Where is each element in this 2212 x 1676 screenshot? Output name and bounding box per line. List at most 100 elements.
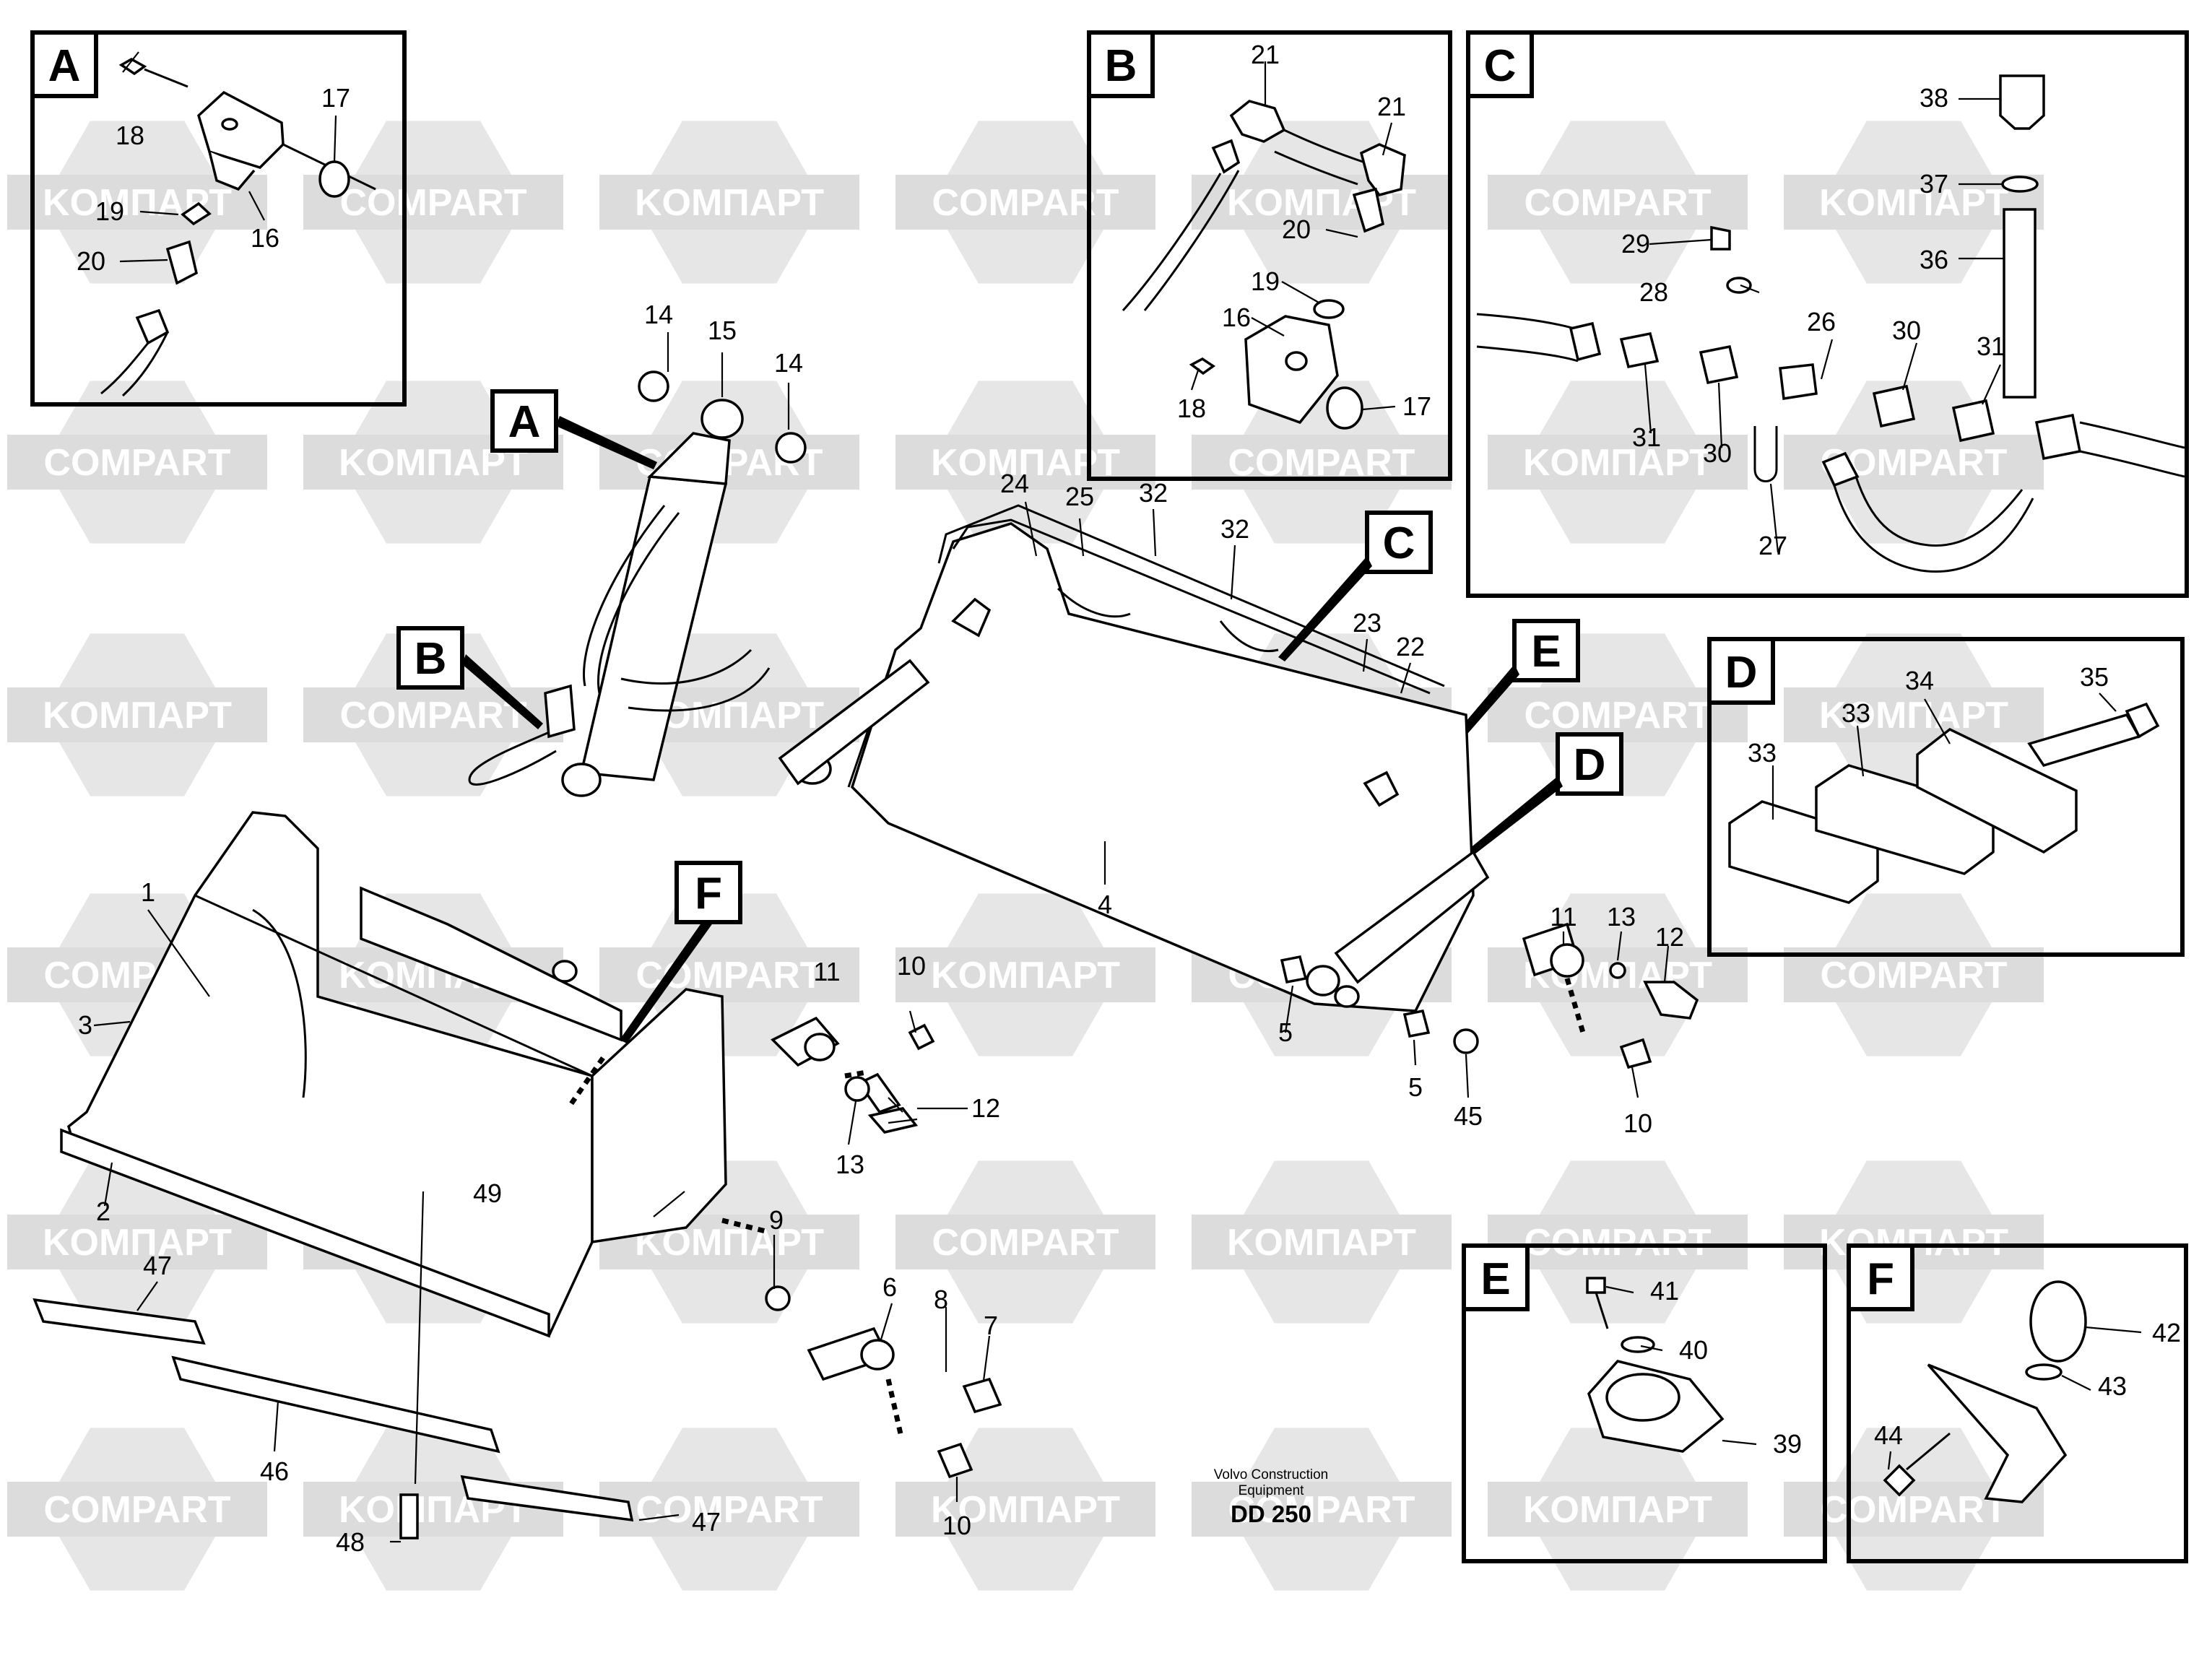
watermark-text: COMPART <box>932 1222 1119 1264</box>
credit-line-1: Volvo Construction <box>1214 1467 1328 1482</box>
callout-a: A <box>490 389 657 469</box>
part-label: 28 <box>1639 277 1668 307</box>
part-label: 39 <box>1773 1429 1802 1459</box>
part-label: 36 <box>1920 245 1948 274</box>
part-label: 20 <box>77 246 105 276</box>
part-label: 11 <box>1550 902 1576 932</box>
inset-d-frame <box>1707 637 2185 957</box>
part-label: 14 <box>644 300 673 329</box>
part-label: 19 <box>1251 266 1280 296</box>
watermark-band <box>895 947 1155 1002</box>
part-label: 14 <box>774 348 803 378</box>
svg-text:F: F <box>1867 1254 1894 1304</box>
part-label: 17 <box>1402 391 1431 421</box>
part-label: 30 <box>1892 316 1921 345</box>
part-label: 29 <box>1621 229 1650 259</box>
part-label: 34 <box>1905 666 1934 695</box>
svg-text:E: E <box>1480 1254 1510 1304</box>
part-label: 3 <box>78 1010 92 1040</box>
part-label: 21 <box>1377 92 1406 121</box>
watermark-band <box>7 1482 267 1537</box>
watermark-band <box>895 1482 1155 1537</box>
callout-f: F <box>620 861 742 1043</box>
inset-a-frame <box>30 30 407 407</box>
callout-d: D <box>1470 732 1623 854</box>
part-label: 31 <box>1977 331 2005 361</box>
svg-text:E: E <box>1531 627 1561 677</box>
watermark-band <box>7 1215 267 1269</box>
credit-line-2: Equipment <box>1239 1483 1305 1498</box>
part-label: 13 <box>836 1150 864 1179</box>
inset-a-letter: A <box>30 30 98 98</box>
credit-block: Volvo Construction Equipment DD 250 <box>1214 1467 1328 1527</box>
part-label: 17 <box>321 83 350 113</box>
watermark-band <box>1488 435 1748 490</box>
watermark-band <box>599 175 859 230</box>
part-label: 35 <box>2080 662 2109 692</box>
part-label: 16 <box>1222 303 1251 332</box>
part-label: 33 <box>1748 738 1777 768</box>
part-label: 5 <box>1408 1072 1423 1102</box>
part-label: 10 <box>1623 1108 1652 1138</box>
watermark-text: KOMПАРТ <box>1523 1489 1712 1531</box>
part-label: 2 <box>96 1197 110 1226</box>
part-label: 44 <box>1874 1420 1903 1450</box>
frame-drawing <box>778 504 1490 1012</box>
inset-f-frame <box>1847 1243 2188 1563</box>
part-label: 18 <box>116 121 144 150</box>
part-label: 23 <box>1353 608 1382 638</box>
part-label: 30 <box>1703 438 1732 468</box>
detail-letter-boxes: A B C D E F A B <box>30 30 1914 1311</box>
part-label: 7 <box>984 1311 998 1340</box>
part-label: 10 <box>897 951 926 981</box>
watermark-text: COMPART <box>1524 1222 1711 1264</box>
inset-b-drawing <box>1122 100 1406 430</box>
inset-f-letter: F <box>1847 1243 1914 1311</box>
inset-frames <box>30 30 2189 1563</box>
part-label: 15 <box>708 316 737 345</box>
part-label: 49 <box>473 1178 502 1208</box>
part-label: 43 <box>2098 1371 2127 1401</box>
part-label: 24 <box>1000 469 1029 498</box>
inset-b-letter: B <box>1087 30 1155 98</box>
watermark-band <box>895 175 1155 230</box>
watermark-text: COMPART <box>636 1489 823 1531</box>
watermark-band <box>303 687 563 742</box>
watermark-text: KOMПАРТ <box>1819 695 2008 737</box>
part-label: 21 <box>1251 40 1280 69</box>
part-label: 40 <box>1679 1335 1708 1365</box>
part-label: 6 <box>882 1272 897 1302</box>
watermark-text: KOMПАРТ <box>43 695 232 737</box>
hardware-drawing <box>765 922 1699 1479</box>
watermark-band <box>7 435 267 490</box>
part-label: 48 <box>336 1527 365 1557</box>
part-label: 16 <box>251 223 279 253</box>
part-label: 38 <box>1920 83 1948 113</box>
watermark-text: KOMПАРТ <box>931 955 1120 997</box>
watermark-text: COMPART <box>1524 182 1711 224</box>
svg-text:D: D <box>1725 648 1758 698</box>
part-label: 1 <box>141 877 155 907</box>
part-label: 31 <box>1632 422 1661 452</box>
part-label: 32 <box>1139 478 1168 508</box>
svg-text:A: A <box>508 397 541 447</box>
svg-text:F: F <box>695 869 722 919</box>
part-label: 27 <box>1758 531 1787 560</box>
watermark-band <box>1488 1482 1748 1537</box>
part-label: 46 <box>260 1456 289 1486</box>
part-label: 20 <box>1282 214 1311 244</box>
inset-c-letter: C <box>1466 30 1534 98</box>
part-label: 47 <box>692 1507 721 1537</box>
inset-d-drawing <box>1728 702 2160 904</box>
watermark-text: KOMПАРТ <box>635 182 824 224</box>
part-label: 12 <box>971 1093 1000 1123</box>
svg-text:A: A <box>48 41 81 91</box>
inset-a-drawing <box>100 57 376 397</box>
part-label: 12 <box>1655 922 1684 952</box>
watermark-text: COMPART <box>339 182 526 224</box>
part-label: 13 <box>1607 902 1636 932</box>
watermark-band <box>1192 1215 1452 1269</box>
watermark-text: COMPART <box>339 695 526 737</box>
watermark-band <box>895 1215 1155 1269</box>
